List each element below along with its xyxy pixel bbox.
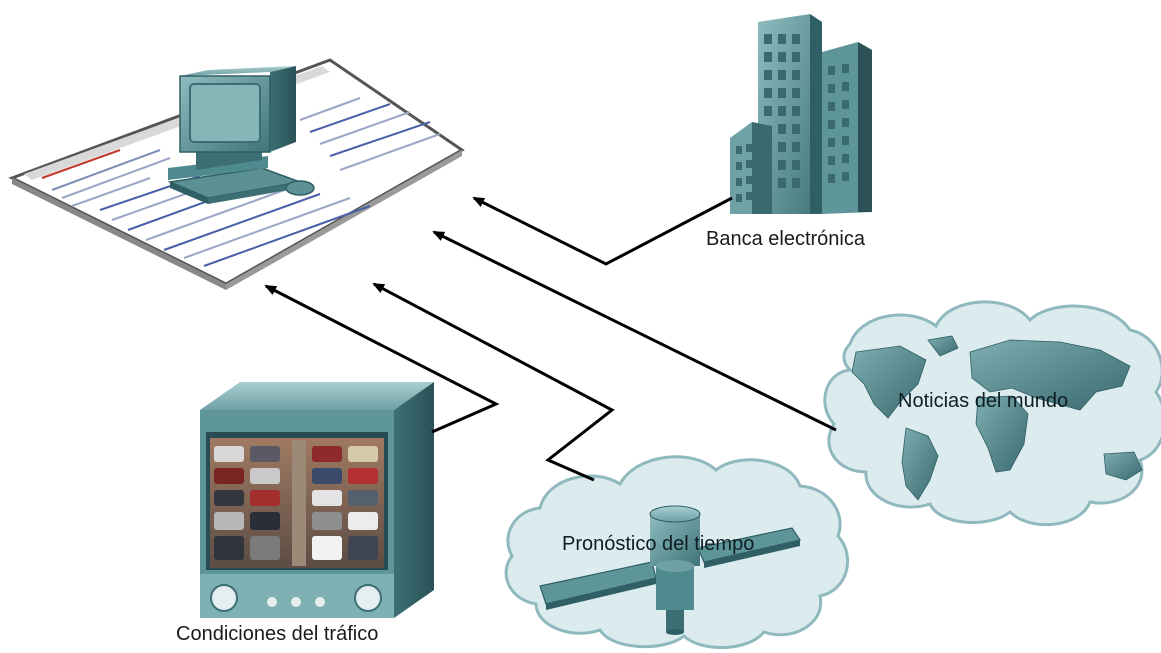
arrow-traffic [264, 284, 500, 434]
arrow-weather [372, 282, 615, 482]
label-traffic: Condiciones del tráfico [176, 623, 379, 645]
connection-arrows [264, 196, 837, 482]
building-icon [730, 14, 872, 214]
satellite-icon [539, 505, 801, 635]
world-cloud-icon [823, 300, 1161, 527]
label-banking: Banca electrónica [706, 228, 865, 250]
traffic-monitor-icon [200, 382, 434, 618]
arrow-banking [472, 196, 733, 266]
computer-icon [167, 66, 315, 204]
label-world-news: Noticias del mundo [898, 390, 1069, 412]
arrow-world-news [432, 230, 837, 432]
label-weather: Pronóstico del tiempo [562, 533, 755, 555]
